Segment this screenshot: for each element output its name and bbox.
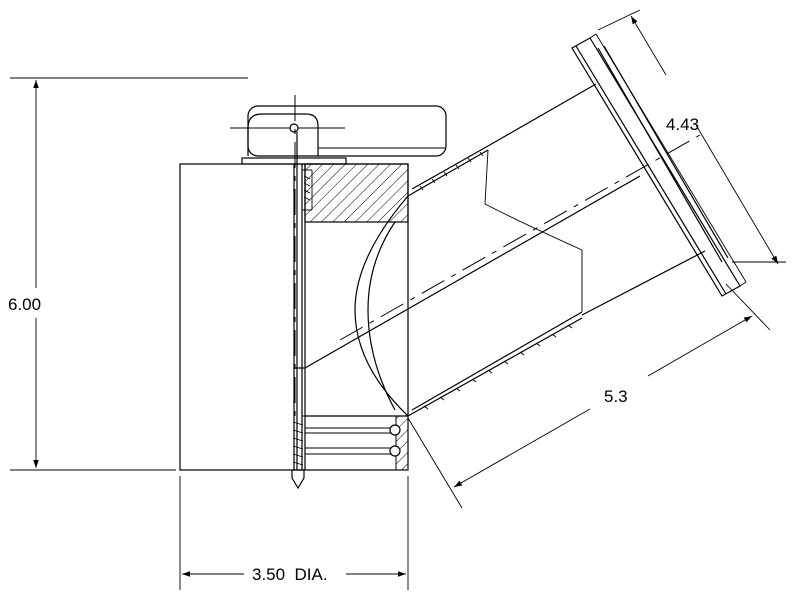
dimension-flange-width: 4.43: [597, 9, 786, 265]
handle-knob: [230, 105, 447, 165]
valve-stem: [291, 95, 313, 490]
o-ring-lower: [389, 445, 401, 457]
diameter-dimension-label: 3.50 DIA.: [252, 565, 328, 584]
lower-collar: [305, 415, 409, 471]
branch-flange: [571, 33, 747, 297]
o-ring-upper: [389, 424, 401, 436]
dimension-branch-length: 5.3: [407, 283, 771, 509]
upper-hatched-block: [304, 163, 409, 223]
height-dimension-label: 6.00: [8, 295, 41, 314]
branch-length-dimension-label: 5.3: [604, 387, 628, 406]
branch-pipe: [304, 83, 706, 417]
flange-width-dimension-label: 4.43: [666, 115, 699, 134]
dimension-height: 6.00: [8, 77, 248, 471]
pivot-pin: [289, 123, 299, 133]
dimension-diameter: 3.50 DIA.: [179, 476, 409, 590]
